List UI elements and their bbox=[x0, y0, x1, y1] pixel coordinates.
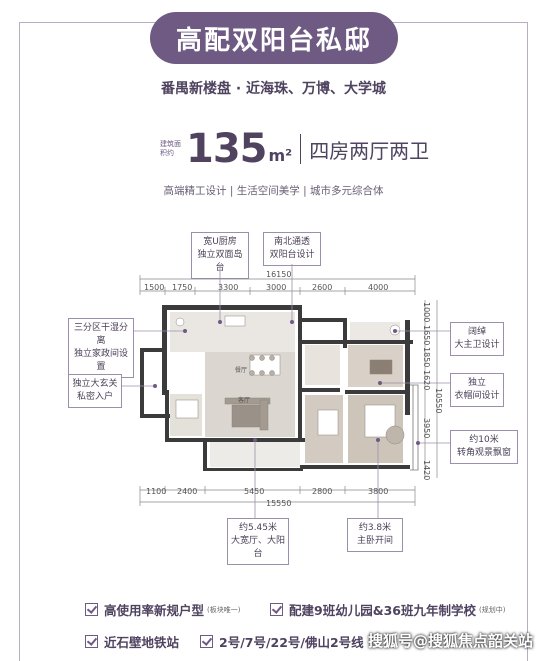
dim-right: 1650 bbox=[422, 325, 431, 346]
callout-text: 主卧开间 bbox=[356, 536, 393, 546]
dim-top: 1750 bbox=[172, 283, 193, 292]
callout-text: 独立 bbox=[467, 378, 486, 388]
dim-bottom: 2800 bbox=[312, 487, 333, 496]
callout-text: 阔绰 bbox=[467, 327, 486, 337]
dim-top-total: 16150 bbox=[266, 270, 292, 279]
callout-text: 双阳台设计 bbox=[269, 250, 315, 260]
callout-text: 大宽厅、大阳台 bbox=[230, 536, 285, 559]
checkbox-icon bbox=[85, 603, 98, 616]
callout-master-bath: 阔绰 大主卫设计 bbox=[450, 322, 504, 356]
callout-text: 约10米 bbox=[469, 435, 499, 445]
area-row: 建筑面积约 135 m² 四房两厅两卫 bbox=[160, 125, 429, 173]
callout-entrance: 独立大玄关 私密入户 bbox=[68, 374, 122, 408]
walls bbox=[140, 305, 413, 471]
checkbox-icon bbox=[85, 635, 98, 648]
subtitle: 番禺新楼盘 · 近海珠、万博、大学城 bbox=[160, 81, 387, 97]
callout-text: 约3.8米 bbox=[358, 523, 392, 533]
feature-item: 高使用率新规户型 (板块唯一) bbox=[85, 600, 240, 619]
callout-wardrobe: 独立 衣帽间设计 bbox=[450, 373, 504, 407]
callout-text: 衣帽间设计 bbox=[454, 391, 500, 401]
dim-bottom-total: 15550 bbox=[266, 499, 292, 508]
callout-living-width: 约5.45米 大宽厅、大阳台 bbox=[227, 518, 289, 565]
dim-bottom: 2400 bbox=[177, 487, 198, 496]
feature-text: 2号/7号/22号/佛山2号线 bbox=[219, 635, 364, 650]
callout-text: 南北通透 bbox=[273, 237, 310, 247]
dim-top: 3300 bbox=[218, 283, 239, 292]
area-unit: m² bbox=[268, 146, 293, 165]
checkbox-icon bbox=[200, 635, 213, 648]
callout-text: 约5.45米 bbox=[238, 523, 278, 533]
feature-item: 配建9班幼儿园&36班九年制学校 (规划中) bbox=[270, 600, 505, 619]
room-type: 四房两厅两卫 bbox=[309, 138, 430, 163]
bay-window bbox=[410, 384, 419, 471]
dim-top: 1500 bbox=[144, 283, 165, 292]
dim-top: 4000 bbox=[368, 283, 389, 292]
callout-dots bbox=[153, 320, 420, 445]
dim-right: 1850 bbox=[422, 347, 431, 368]
divider bbox=[300, 134, 302, 164]
callout-text: 独立家政间设置 bbox=[73, 349, 128, 372]
callout-laundry: 三分区干湿分离 独立家政间设置 bbox=[68, 318, 134, 378]
feature-item: 近石壁地铁站 bbox=[85, 632, 179, 651]
callout-text: 宽U厨房 bbox=[203, 237, 237, 247]
dim-right: 1000 bbox=[422, 302, 431, 323]
title-banner: 高配双阳台私邸 bbox=[150, 12, 398, 64]
feature-text: 高使用率新规户型 bbox=[104, 603, 205, 618]
dim-top: 3000 bbox=[266, 283, 287, 292]
dim-right-total: 10550 bbox=[434, 388, 443, 414]
callout-text: 三分区干湿分离 bbox=[73, 323, 128, 346]
dim-right: 3950 bbox=[422, 418, 431, 439]
dim-bottom: 5450 bbox=[244, 487, 265, 496]
callout-text: 转角观景飘窗 bbox=[456, 448, 511, 458]
area-tag: 建筑面积约 bbox=[160, 140, 181, 157]
callout-text: 独立大玄关 bbox=[72, 379, 118, 389]
callout-text: 大主卫设计 bbox=[454, 340, 500, 350]
dim-right: 1620 bbox=[422, 370, 431, 391]
features-line: 高端精工设计 | 生活空间美学 | 城市多元综合体 bbox=[163, 185, 384, 197]
callout-balcony: 南北通透 双阳台设计 bbox=[263, 232, 321, 266]
feature-note: (规划中) bbox=[479, 605, 506, 614]
room-label-living: 客厅 bbox=[238, 397, 251, 404]
checkbox-icon bbox=[270, 603, 283, 616]
feature-note: (板块唯一) bbox=[207, 605, 241, 614]
dim-top: 2600 bbox=[312, 283, 333, 292]
callout-connectors bbox=[121, 264, 450, 520]
dim-bottom: 1100 bbox=[146, 487, 167, 496]
furniture bbox=[175, 315, 405, 445]
feature-text: 配建9班幼儿园&36班九年制学校 bbox=[289, 603, 476, 618]
dim-right: 1420 bbox=[422, 460, 431, 481]
callout-bay-window: 约10米 转角观景飘窗 bbox=[450, 430, 518, 464]
callout-master-width: 约3.8米 主卧开间 bbox=[347, 518, 403, 552]
area-number: 135 bbox=[186, 126, 267, 172]
feature-item: 2号/7号/22号/佛山2号线 bbox=[200, 632, 364, 651]
callout-text: 私密入户 bbox=[76, 392, 113, 402]
top-dimension-lines bbox=[139, 275, 438, 506]
room-label-dining: 餐厅 bbox=[235, 367, 248, 374]
feature-text: 近石壁地铁站 bbox=[104, 635, 180, 650]
dim-bottom: 3800 bbox=[368, 487, 389, 496]
watermark: 搜狐号@搜狐焦点韶关站 bbox=[367, 632, 533, 650]
